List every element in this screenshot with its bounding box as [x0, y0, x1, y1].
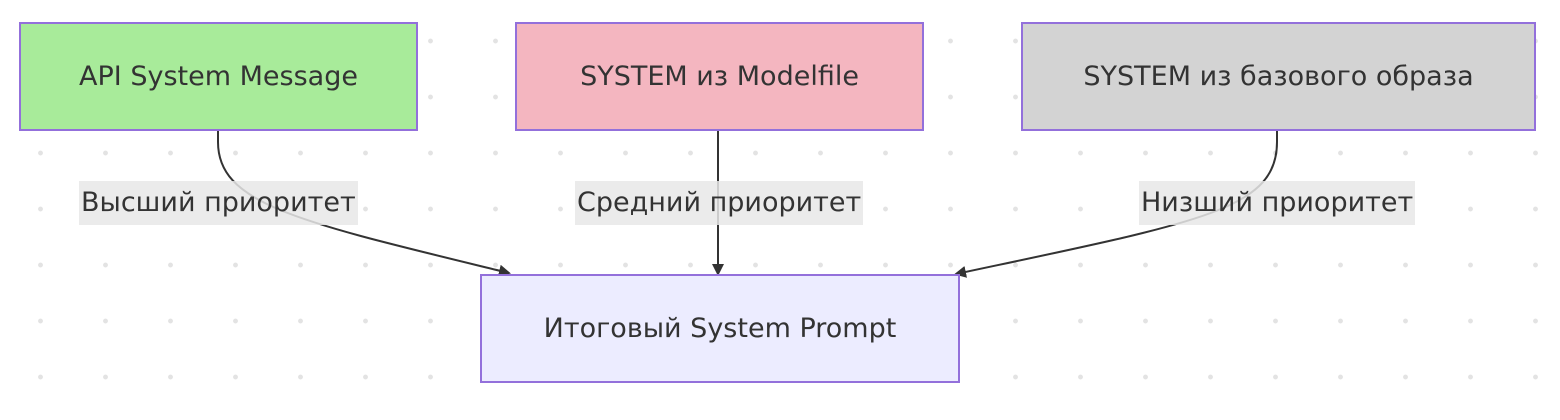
node-final-system-prompt: Итоговый System Prompt	[480, 274, 960, 383]
edge-label-medium-priority: Средний приоритет	[575, 181, 864, 225]
node-system-base-image: SYSTEM из базового образа	[1021, 22, 1536, 131]
node-final-label: Итоговый System Prompt	[543, 313, 897, 344]
edge-label-low-priority: Низший приоритет	[1139, 181, 1416, 225]
edge-label-high-priority: Высший приоритет	[79, 181, 358, 225]
node-modelfile-label: SYSTEM из Modelfile	[580, 61, 859, 92]
node-system-modelfile: SYSTEM из Modelfile	[515, 22, 924, 131]
node-api-system-message: API System Message	[19, 22, 418, 131]
node-api-label: API System Message	[79, 61, 358, 92]
node-base-label: SYSTEM из базового образа	[1083, 61, 1474, 92]
